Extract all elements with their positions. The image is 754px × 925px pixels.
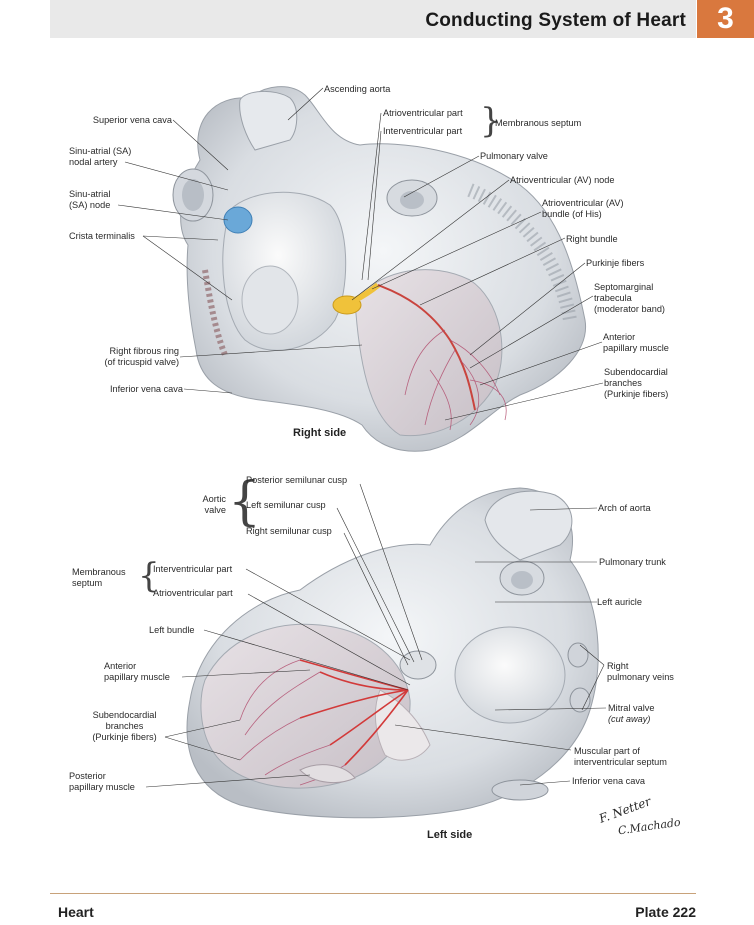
label-muscular-septum-1: Muscular part of: [574, 746, 640, 756]
label-sa-nodal-artery-2: nodal artery: [69, 157, 118, 167]
label-right-fibrous-ring-2: (of tricuspid valve): [104, 357, 179, 367]
label-crista-terminalis: Crista terminalis: [69, 231, 135, 241]
brace-membranous-top: }: [480, 101, 502, 141]
left-atrium-shape: [454, 626, 566, 724]
label-arch-of-aorta: Arch of aorta: [598, 503, 651, 513]
label-iv-part: Interventricular part: [383, 126, 463, 136]
label-superior-vena-cava: Superior vena cava: [92, 115, 172, 125]
label-muscular-septum-2: interventricular septum: [574, 757, 667, 767]
page-title: Conducting System of Heart: [425, 10, 686, 31]
label-mitral-valve-2: (cut away): [608, 714, 651, 724]
label-left-cusp: Left semilunar cusp: [246, 500, 326, 510]
label-anterior-papillary-2: papillary muscle: [603, 343, 669, 353]
label-av-part-bottom: Atrioventricular part: [153, 588, 233, 598]
label-septomarginal-2: trabecula: [594, 293, 632, 303]
purkinje-network-right: [404, 329, 507, 431]
left-bundle-fan: [299, 659, 409, 766]
label-left-bundle: Left bundle: [149, 625, 195, 635]
label-aortic-valve-2: valve: [204, 505, 226, 515]
label-membranous-septum: Membranous septum: [495, 118, 582, 128]
label-anterior-papillary-1: Anterior: [603, 332, 636, 342]
label-anterior-papillary-bottom-2: papillary muscle: [104, 672, 170, 682]
label-mitral-valve-1: Mitral valve: [608, 703, 655, 713]
left-side-heart: [186, 487, 599, 819]
label-right-pulm-veins-2: pulmonary veins: [607, 672, 674, 682]
footer-section: Heart: [58, 904, 94, 920]
leader-lines-top: [117, 87, 604, 421]
label-av-bundle-2: bundle (of His): [542, 209, 602, 219]
purkinje-network-left: [239, 659, 346, 786]
arch-of-aorta-shape: [484, 490, 573, 561]
leader-lines-bottom: [145, 483, 607, 788]
label-right-bundle: Right bundle: [566, 234, 618, 244]
label-pulmonary-trunk: Pulmonary trunk: [599, 557, 666, 567]
ascending-aorta-shape: [239, 91, 298, 151]
label-av-bundle-1: Atrioventricular (AV): [542, 198, 624, 208]
label-subendocardial-bottom-2: branches: [105, 721, 144, 731]
label-iv-part-bottom: Interventricular part: [153, 564, 233, 574]
caption-left-side: Left side: [427, 829, 473, 841]
label-av-node: Atrioventricular (AV) node: [510, 175, 615, 185]
ivc-shape: [491, 779, 549, 801]
sa-node-shape: [223, 206, 253, 234]
label-sa-node-1: Sinu-atrial: [69, 189, 111, 199]
label-membranous-septum-2: septum: [72, 578, 103, 588]
label-posterior-papillary-2: papillary muscle: [69, 782, 135, 792]
label-aortic-valve-1: Aortic: [202, 494, 227, 504]
label-anterior-papillary-bottom-1: Anterior: [104, 661, 137, 671]
label-sa-node-2: (SA) node: [69, 200, 111, 210]
label-subendocardial-3: (Purkinje fibers): [604, 389, 669, 399]
footer-plate-number: Plate 222: [635, 904, 696, 920]
footer-rule: [50, 893, 696, 894]
label-left-auricle: Left auricle: [597, 597, 642, 607]
label-posterior-papillary-1: Posterior: [69, 771, 106, 781]
label-ascending-aorta: Ascending aorta: [324, 84, 391, 94]
label-septomarginal-3: (moderator band): [594, 304, 665, 314]
aortic-valve-shape: [399, 650, 437, 680]
label-subendocardial-2: branches: [604, 378, 642, 388]
label-sa-nodal-artery-1: Sinu-atrial (SA): [69, 146, 132, 156]
label-right-cusp: Right semilunar cusp: [246, 526, 332, 536]
label-septomarginal-1: Septomarginal: [594, 282, 654, 292]
label-av-part: Atrioventricular part: [383, 108, 463, 118]
label-posterior-cusp: Posterior semilunar cusp: [246, 475, 348, 485]
chapter-number: 3: [697, 0, 754, 38]
av-node-shape: [332, 295, 362, 315]
right-bundle-shape: [377, 284, 476, 411]
label-subendocardial-1: Subendocardial: [604, 367, 668, 377]
label-right-fibrous-ring-1: Right fibrous ring: [109, 346, 179, 356]
label-membranous-septum-1: Membranous: [72, 567, 126, 577]
label-purkinje-fibers: Purkinje fibers: [586, 258, 645, 268]
brace-membranous-bottom: {: [138, 556, 160, 596]
label-pulmonary-valve: Pulmonary valve: [480, 151, 548, 161]
label-inferior-vena-cava-top: Inferior vena cava: [109, 384, 183, 394]
label-inferior-vena-cava-bottom: Inferior vena cava: [572, 776, 646, 786]
label-subendocardial-bottom-1: Subendocardial: [92, 710, 157, 720]
right-side-heart: [172, 86, 587, 452]
caption-right-side: Right side: [293, 427, 347, 439]
label-subendocardial-bottom-3: (Purkinje fibers): [92, 732, 157, 742]
brace-aortic-valve: {: [228, 472, 262, 532]
label-right-pulm-veins-1: Right: [607, 661, 629, 671]
header-band: [50, 0, 696, 38]
